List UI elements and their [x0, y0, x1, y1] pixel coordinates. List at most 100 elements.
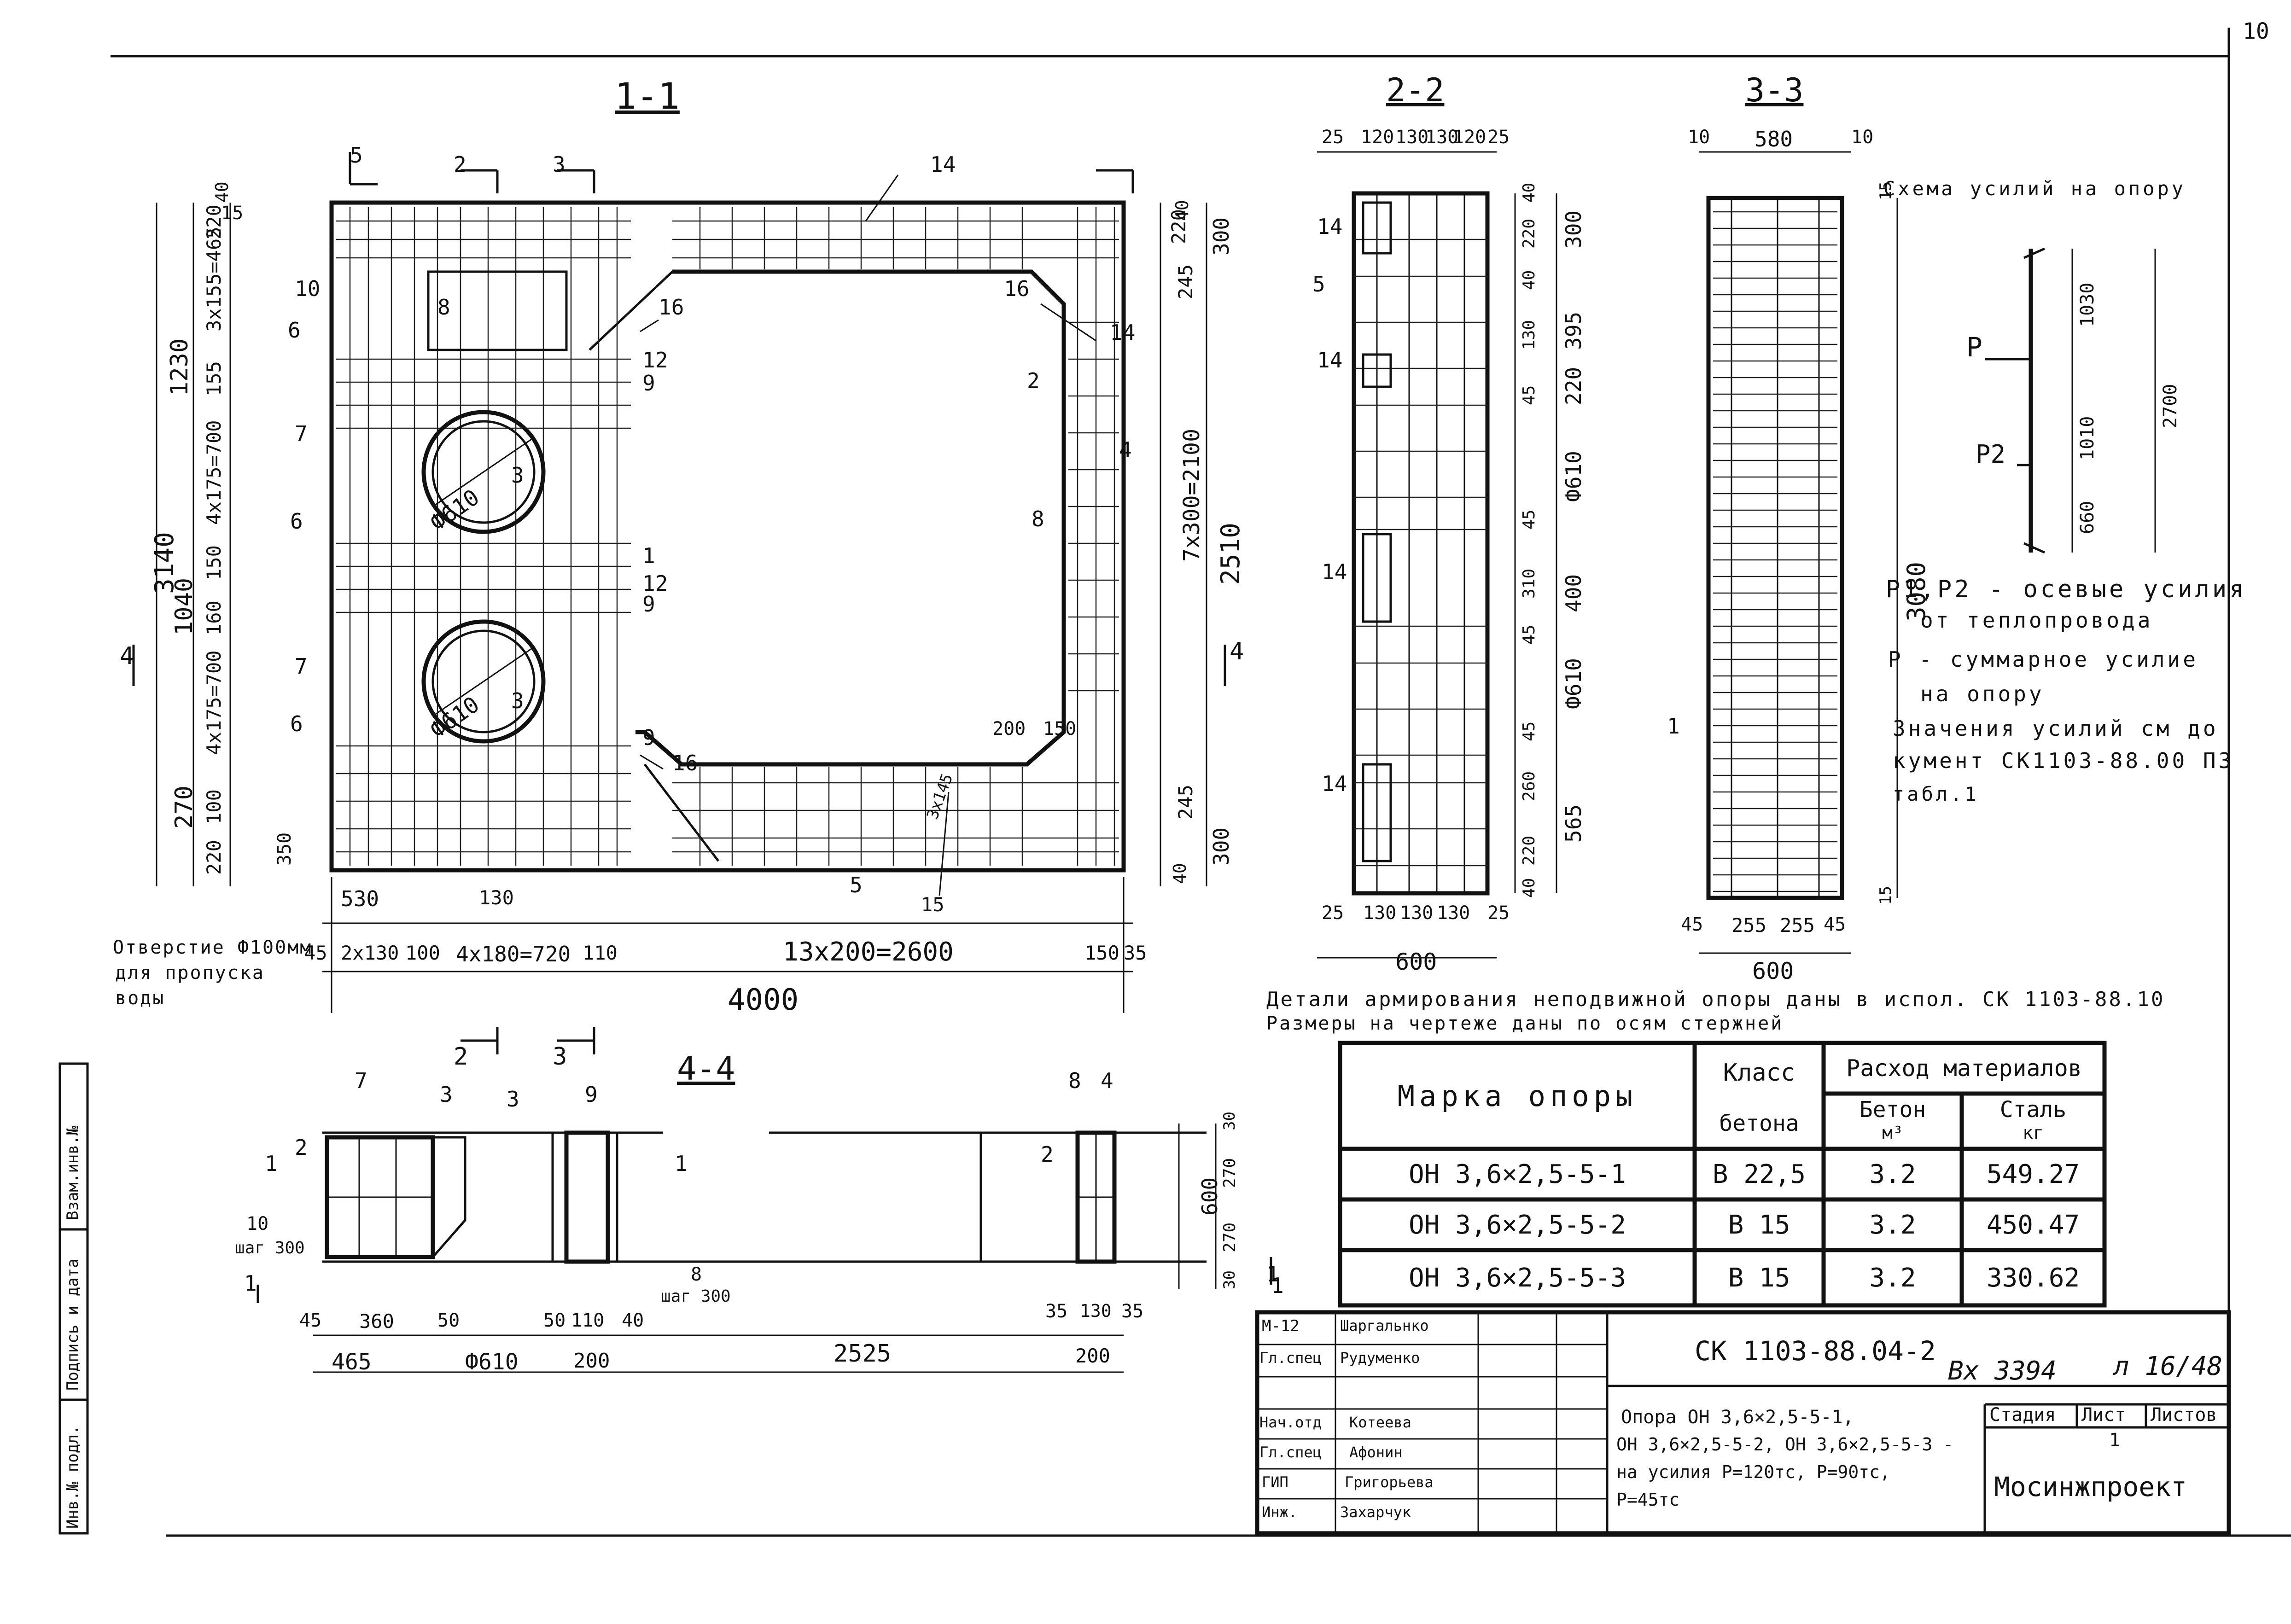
dim-right-2100: 7x300=2100 — [1179, 429, 1205, 562]
dim-chain-40: 40 — [212, 181, 232, 203]
title-block-grid — [1255, 1310, 2231, 1536]
s44-bottom-130: 130 — [1080, 1301, 1112, 1321]
bar-label-11: 12 — [642, 348, 668, 373]
name-3: Котеева — [1349, 1414, 1411, 1431]
dim-chain-220-bottom: 220 — [203, 840, 225, 875]
force-note-5: Значения усилий см до — [1893, 716, 2219, 741]
bar-label-1: 1 — [642, 543, 655, 568]
s33-top-10-right: 10 — [1851, 127, 1874, 148]
dim-right-40-bottom: 40 — [1170, 863, 1190, 884]
table-row-3-mark: ОН 3,6×2,5-5-3 — [1408, 1263, 1626, 1293]
table-header-class-1: Класс — [1723, 1059, 1795, 1087]
name-4: Афонин — [1349, 1444, 1403, 1461]
s44-right-270-b: 270 — [1220, 1222, 1239, 1252]
s22-right-45-c: 45 — [1520, 624, 1539, 645]
s22-bottom-130-b: 130 — [1400, 902, 1434, 924]
bar-label-5-bottom: 5 — [850, 873, 863, 897]
dim-chain-155: 155 — [203, 361, 225, 396]
force-note-2: от теплопровода — [1920, 608, 2153, 633]
s44-label-1-left: 1 — [265, 1151, 278, 1176]
table-header-class-2: бетона — [1719, 1111, 1799, 1136]
s33-top-10-left: 10 — [1688, 127, 1710, 148]
s44-total-200-right: 200 — [1075, 1345, 1110, 1367]
s44-label-1-cut-right: 1 — [1266, 1262, 1279, 1286]
s22-bottom-25-left: 25 — [1322, 902, 1344, 924]
role-5: ГИП — [1262, 1473, 1288, 1491]
general-note-2: Размеры на чертеже даны по осям стержней — [1266, 1013, 1784, 1034]
section-title-2-2: 2-2 — [1386, 71, 1445, 109]
bar-label-14-right: 14 — [1110, 320, 1136, 345]
dim-right-300-top: 300 — [1209, 217, 1234, 256]
s22-bottom-25-right: 25 — [1487, 902, 1510, 924]
s33-bottom-45-right: 45 — [1824, 914, 1846, 935]
force-p: P — [1966, 332, 1982, 363]
s22-right-45-b: 45 — [1520, 509, 1539, 530]
dim-chain-700-bottom: 4x175=700 — [203, 650, 225, 755]
cut-mark-2-top: 2 — [454, 152, 466, 177]
bar-label-15-left: 15 — [221, 203, 244, 224]
section-title-1-1: 1-1 — [615, 76, 680, 117]
s22-right-220: 220 — [1520, 218, 1539, 249]
s44-label-8-right: 8 — [1068, 1068, 1081, 1093]
s44-label-2-right: 2 — [1041, 1142, 1054, 1167]
table-row-3-concrete: 3.2 — [1869, 1263, 1916, 1293]
cut-mark-5-top: 5 — [350, 143, 363, 168]
s33-top-580: 580 — [1755, 127, 1793, 151]
s22-label-5: 5 — [1312, 272, 1325, 297]
organization-name: Мосинжпроект — [1994, 1471, 2187, 1502]
dim-bottom-45: 45 — [304, 942, 327, 964]
dim-chain-100: 100 — [203, 789, 225, 824]
bar-label-14-top: 14 — [930, 152, 956, 177]
force-scheme-drawing — [1985, 247, 2156, 554]
s22-bottom-130-a: 130 — [1363, 902, 1397, 924]
s44-label-9: 9 — [585, 1082, 598, 1107]
bar-label-9-mid: 9 — [642, 592, 655, 617]
stage-header: Стадия — [1989, 1404, 2056, 1426]
bar-label-3-upper: 3 — [511, 463, 524, 488]
cut-mark-3-top: 3 — [553, 152, 565, 177]
s33-side-15-bottom: 15 — [1877, 886, 1895, 905]
force-dim-1030: 1030 — [2077, 282, 2098, 327]
dim-130: 130 — [479, 886, 514, 909]
section-2-2-drawing — [1317, 151, 1557, 959]
force-note-6: кумент СК1103-88.00 ПЗ — [1893, 748, 2234, 773]
s44-label-1-cut: 1 — [244, 1271, 257, 1296]
section-4-4-drawing — [256, 1123, 1272, 1373]
s22-top-25-left: 25 — [1322, 127, 1344, 148]
sheet-number: 1 — [2109, 1430, 2121, 1451]
dim-530: 530 — [341, 886, 379, 911]
s22-top-25-right: 25 — [1487, 127, 1510, 148]
force-note-7: табл.1 — [1893, 783, 1979, 805]
table-header-consumption: Расход материалов — [1846, 1055, 2082, 1082]
s22-top-130-b: 130 — [1425, 127, 1459, 148]
bar-label-9-low: 9 — [642, 725, 655, 750]
force-p2: P2 — [1976, 440, 2006, 469]
doc-code: СК 1103-88.04-2 — [1695, 1335, 1936, 1367]
dim-right-2510: 2510 — [1216, 523, 1246, 585]
table-row-2-mark: ОН 3,6×2,5-5-2 — [1408, 1210, 1626, 1240]
materials-table-grid — [1338, 1041, 2107, 1308]
s22-right-565: 565 — [1561, 804, 1586, 843]
role-1: М-12 — [1262, 1317, 1300, 1335]
s22-bottom-130-c: 130 — [1437, 902, 1470, 924]
general-note-1: Детали армирования неподвижной опоры дан… — [1266, 988, 2165, 1011]
title-line-1: Опора ОН 3,6×2,5-5-1, — [1621, 1407, 1854, 1428]
dim-bottom-720: 4x180=720 — [456, 942, 571, 966]
dim-bottom-110: 110 — [583, 942, 618, 964]
s22-right-395: 395 — [1561, 311, 1586, 350]
s44-label-8: 8 — [691, 1264, 702, 1285]
dim-right-300-bottom: 300 — [1209, 827, 1234, 866]
cut-mark-4-right: 4 — [1230, 638, 1244, 665]
s44-bottom-50-a: 50 — [437, 1310, 460, 1331]
force-dim-660: 660 — [2077, 501, 2098, 534]
hole-note-line-1: Отверстие Ф100мм — [113, 937, 313, 958]
dim-bottom-total-4000: 4000 — [728, 983, 799, 1017]
dim-350: 350 — [274, 832, 295, 866]
section-3-3-drawing — [1699, 151, 1898, 954]
role-4: Гл.спец — [1259, 1444, 1322, 1461]
table-header-steel-unit: кг — [2023, 1123, 2044, 1143]
s22-top-130-a: 130 — [1395, 127, 1429, 148]
s22-right-220-b: 220 — [1561, 367, 1586, 405]
side-stamp-replace-inv: Взам.инв.№ — [64, 1126, 82, 1220]
s44-bottom-50-b: 50 — [543, 1310, 566, 1331]
